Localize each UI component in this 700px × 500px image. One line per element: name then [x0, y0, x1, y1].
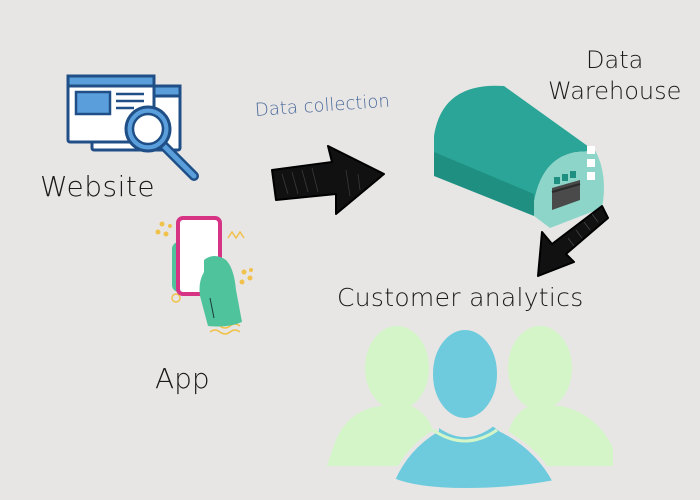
app-label: App [155, 362, 210, 395]
data-warehouse-label-line1: Data [586, 46, 644, 74]
warehouse-icon [434, 85, 604, 228]
website-label: Website [40, 170, 156, 203]
data-warehouse-label-line2: Warehouse [548, 77, 682, 105]
data-collection-label: Data collection [254, 90, 391, 121]
hand-holding-phone-icon [155, 216, 253, 335]
sketch-arrow-down-left-icon [537, 205, 609, 277]
customer-analytics-label: Customer analytics [337, 283, 584, 312]
data-warehouse-label: Data Warehouse [548, 45, 681, 107]
users-group-icon [327, 326, 613, 493]
sketch-arrow-right-icon [271, 145, 385, 215]
website-magnifier-icon [66, 74, 199, 181]
